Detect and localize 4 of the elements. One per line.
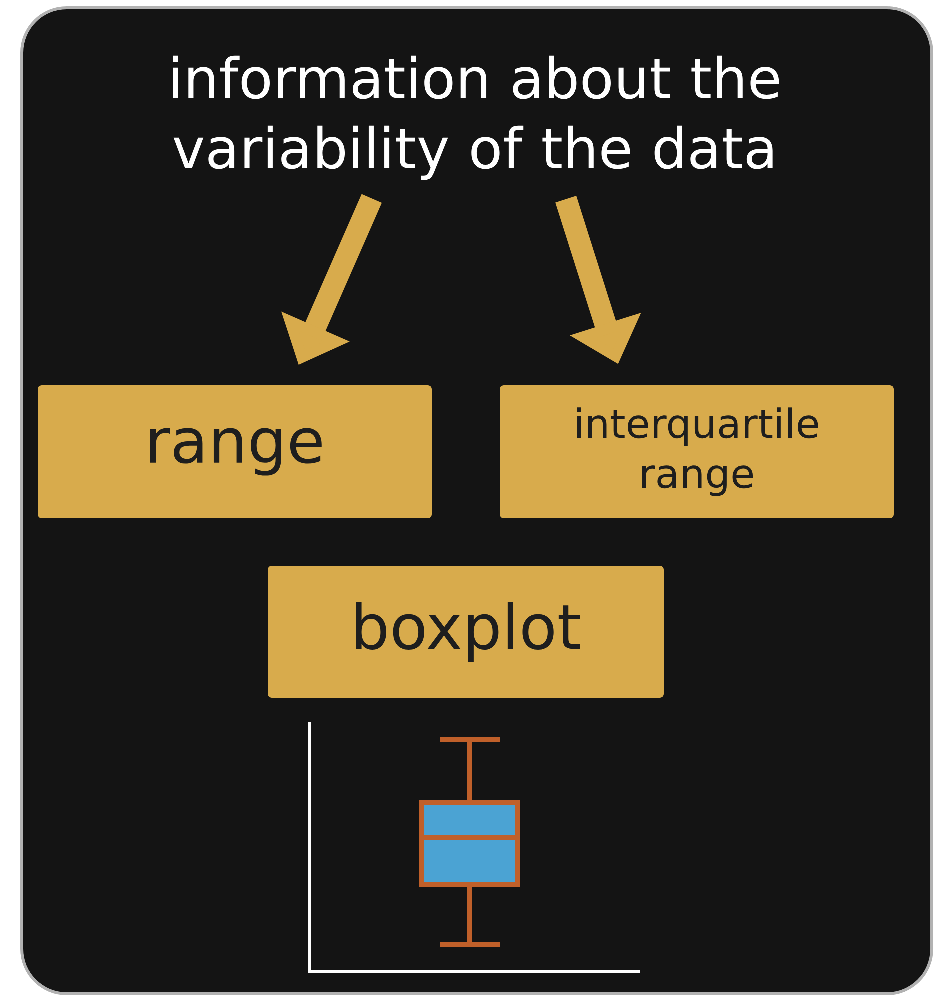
term-box: interquartile range	[500, 386, 894, 518]
term-box: range	[38, 386, 432, 518]
heading-text: information about the variability of the data	[173, 56, 780, 180]
term-box: boxplot	[268, 566, 664, 698]
